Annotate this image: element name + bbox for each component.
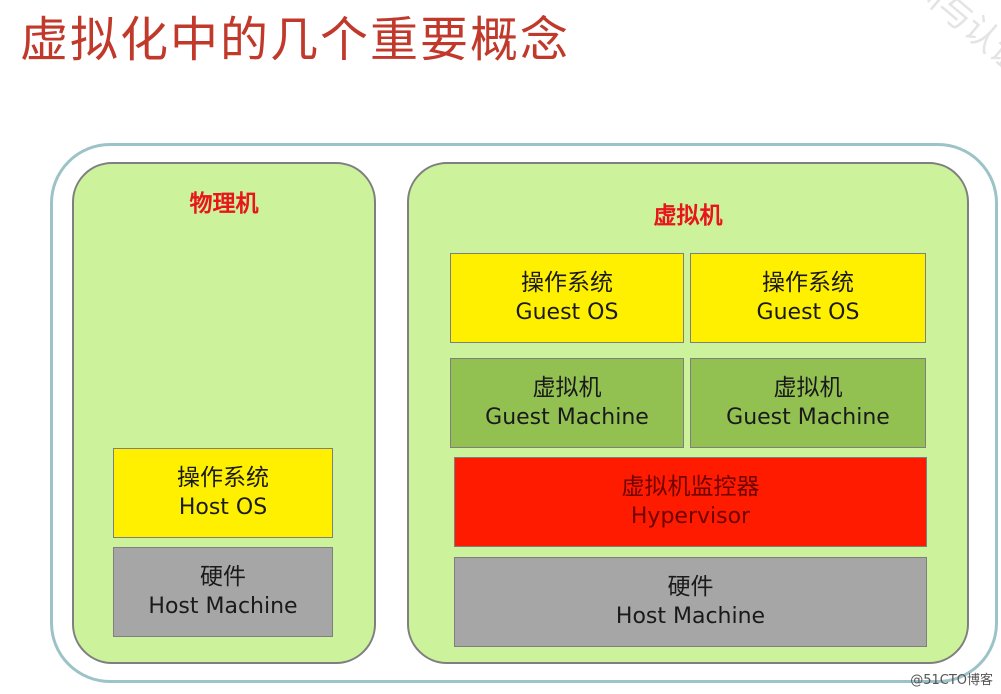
guest-machine-box-1: 虚拟机 Guest Machine — [450, 358, 684, 448]
virtual-hardware-zh: 硬件 — [667, 574, 714, 600]
guest-os-2-zh: 操作系统 — [762, 270, 854, 296]
virtual-hardware-en: Host Machine — [615, 604, 766, 629]
hypervisor-box: 虚拟机监控器 Hypervisor — [454, 457, 927, 547]
guest-os-1-zh: 操作系统 — [521, 270, 613, 296]
hypervisor-en: Hypervisor — [630, 504, 751, 529]
host-os-en: Host OS — [178, 495, 268, 520]
virtual-hardware-box: 硬件 Host Machine — [454, 557, 927, 647]
hypervisor-zh: 虚拟机监控器 — [621, 474, 760, 500]
host-os-box: 操作系统 Host OS — [113, 448, 333, 538]
watermark: 培训与认证 — [877, 0, 1001, 83]
guest-machine-1-en: Guest Machine — [485, 405, 649, 430]
guest-os-1-en: Guest OS — [515, 300, 619, 325]
guest-os-box-1: 操作系统 Guest OS — [450, 253, 684, 343]
guest-machine-1-zh: 虚拟机 — [532, 375, 602, 401]
slide-title: 虚拟化中的几个重要概念 — [20, 12, 571, 68]
source-credit: @51CTO博客 — [910, 673, 993, 688]
physical-machine-label: 物理机 — [189, 191, 259, 217]
physical-hardware-zh: 硬件 — [200, 564, 246, 590]
guest-machine-2-zh: 虚拟机 — [773, 375, 843, 401]
physical-hardware-en: Host Machine — [148, 594, 298, 619]
host-os-zh: 操作系统 — [177, 465, 269, 491]
physical-hardware-box: 硬件 Host Machine — [113, 547, 333, 637]
guest-machine-box-2: 虚拟机 Guest Machine — [690, 358, 926, 448]
guest-machine-2-en: Guest Machine — [726, 405, 890, 430]
guest-os-2-en: Guest OS — [756, 300, 860, 325]
virtual-machine-label: 虚拟机 — [653, 203, 723, 229]
guest-os-box-2: 操作系统 Guest OS — [690, 253, 926, 343]
